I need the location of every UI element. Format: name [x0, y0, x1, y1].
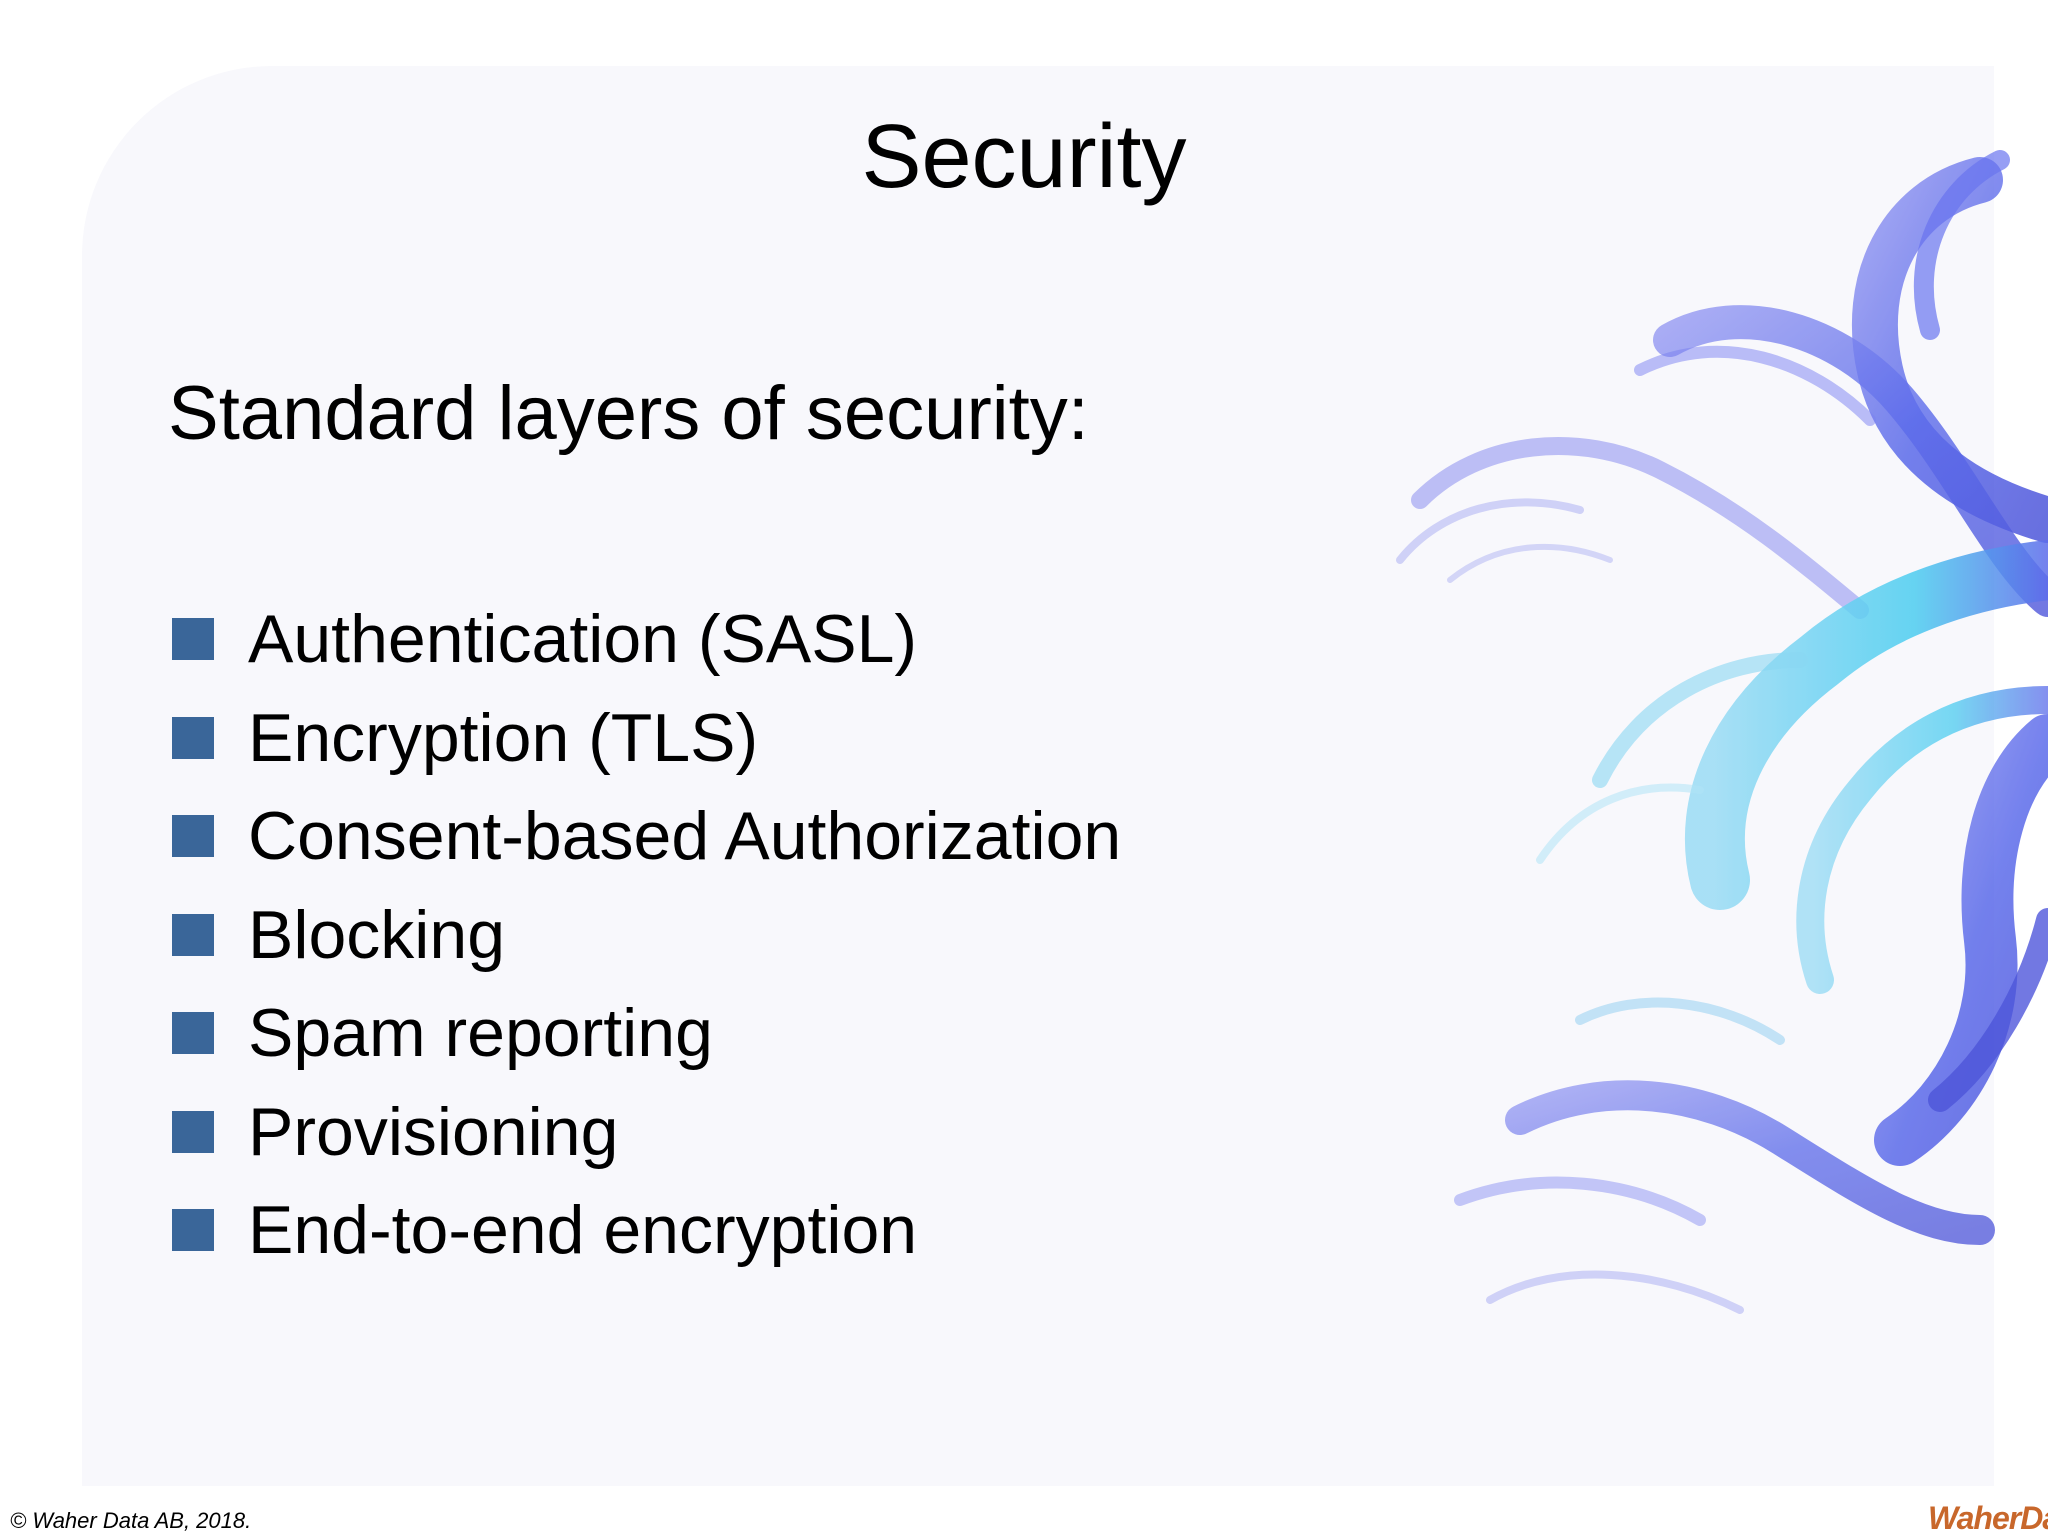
bullet-item: End-to-end encryption	[172, 1181, 1121, 1280]
bullet-item: Spam reporting	[172, 984, 1121, 1083]
copyright-footer: © Waher Data AB, 2018.	[10, 1508, 252, 1533]
bullet-item: Authentication (SASL)	[172, 590, 1121, 689]
bullet-item: Blocking	[172, 886, 1121, 985]
bullet-text: Spam reporting	[248, 995, 713, 1072]
bullet-list: Authentication (SASL) Encryption (TLS) C…	[172, 590, 1121, 1280]
bullet-text: Blocking	[248, 896, 506, 973]
bullet-item: Provisioning	[172, 1083, 1121, 1182]
bullet-square-icon	[172, 815, 214, 858]
bullet-square-icon	[172, 1110, 214, 1153]
slide-title: Security	[861, 107, 1187, 207]
bullet-text: End-to-end encryption	[248, 1192, 918, 1269]
bullet-square-icon	[172, 716, 214, 759]
slide-panel	[82, 66, 1994, 1486]
bullet-text: Consent-based Authorization	[248, 798, 1122, 875]
bullet-square-icon	[172, 618, 214, 661]
bullet-item: Encryption (TLS)	[172, 689, 1121, 788]
bullet-square-icon	[172, 1012, 214, 1055]
bullet-square-icon	[172, 1209, 214, 1252]
slide-subtitle: Standard layers of security:	[168, 371, 1089, 456]
bullet-square-icon	[172, 913, 214, 956]
swirl-decoration-image	[1396, 150, 2048, 1314]
bullet-item: Consent-based Authorization	[172, 787, 1121, 886]
bullet-text: Authentication (SASL)	[248, 601, 918, 678]
bullet-text: Encryption (TLS)	[248, 699, 759, 776]
bullet-text: Provisioning	[248, 1093, 619, 1170]
